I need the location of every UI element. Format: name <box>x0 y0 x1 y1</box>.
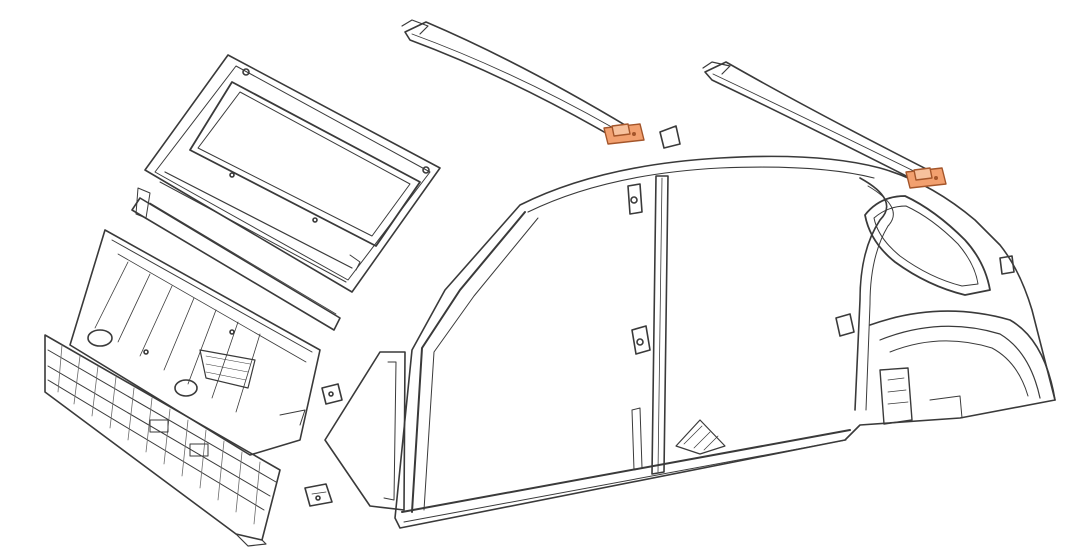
front-bulkhead <box>44 334 281 547</box>
front-door-pillar-panel <box>324 351 406 511</box>
roof-bracket-rear-highlighted <box>905 167 947 189</box>
small-bracket-bottom <box>304 483 333 507</box>
small-bracket-top <box>659 125 681 149</box>
rear-quarter-panel <box>864 195 1056 425</box>
floor-pan <box>69 229 321 456</box>
body-side-frame <box>394 155 1056 529</box>
roof-rail-front <box>401 19 631 141</box>
roof-bracket-front-highlighted <box>603 123 645 145</box>
rear-window-panel <box>144 54 441 293</box>
small-bracket-left <box>321 383 343 405</box>
small-bracket-right <box>999 255 1015 275</box>
center-b-pillar <box>627 175 669 475</box>
upper-cross-rail <box>131 187 341 331</box>
